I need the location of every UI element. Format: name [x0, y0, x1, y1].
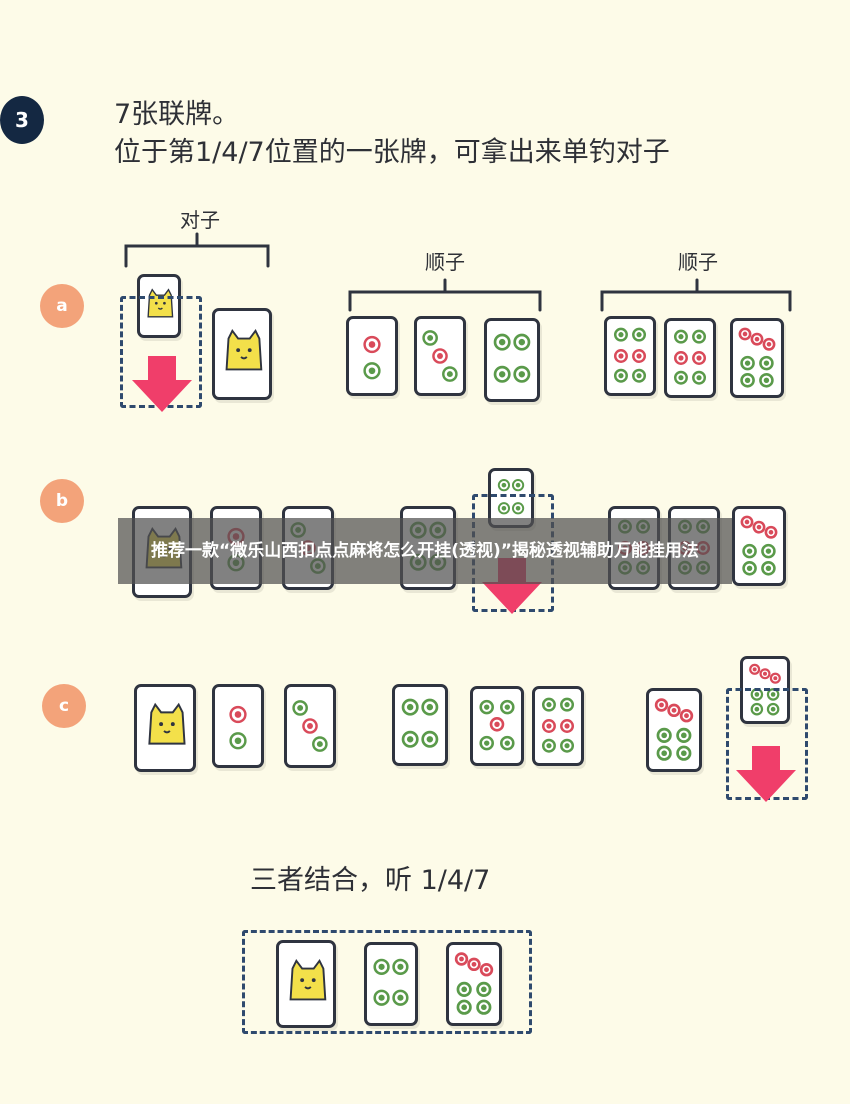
down-arrow-icon	[482, 558, 542, 614]
seven-circles-tile	[646, 688, 702, 772]
row-badge-b: b	[40, 479, 84, 523]
seven_dots-icon	[749, 663, 781, 716]
row-badge-c: c	[42, 684, 86, 728]
seven_dots-icon	[738, 327, 776, 388]
bracket-lines	[124, 232, 792, 312]
row-badge-a: a	[40, 284, 84, 328]
pair-label: 对子	[180, 208, 220, 232]
three_dots-icon	[292, 700, 328, 752]
four_dots-icon	[373, 958, 409, 1006]
seven-circles-tile	[446, 942, 502, 1026]
cat-icon	[225, 329, 263, 371]
down-arrow-icon	[132, 356, 192, 412]
cat-tile	[212, 308, 272, 400]
two_dots-icon	[229, 705, 247, 750]
five-circles-tile	[470, 686, 524, 766]
five_dots-icon	[479, 699, 515, 751]
three_dots-icon	[422, 330, 458, 382]
seven-circles-tile	[732, 506, 786, 586]
two-circles-tile	[346, 316, 398, 396]
four-circles-tile	[484, 318, 540, 402]
six_dots-icon	[673, 329, 707, 385]
down-arrow-icon	[736, 746, 796, 802]
promo-overlay-banner: 推荐一款“微乐山西扣点点麻将怎么开挂(透视)”揭秘透视辅助万能挂用法	[118, 518, 732, 584]
two_dots-icon	[363, 335, 381, 380]
six-circles-tile	[664, 318, 716, 398]
four-circles-tile	[364, 942, 418, 1026]
seven_dots-icon	[654, 698, 694, 761]
run-label-1: 顺子	[425, 250, 465, 274]
cat-icon	[289, 959, 327, 1001]
cat-tile	[134, 684, 196, 772]
cat-tile	[276, 940, 336, 1028]
cat-icon	[148, 702, 186, 745]
heading-line-1: 7张联牌。	[114, 99, 240, 130]
dashed-highlight-result	[242, 930, 532, 1034]
seven_dots-icon	[454, 952, 494, 1015]
step-badge: 3	[0, 96, 44, 144]
seven_dots-icon	[740, 515, 778, 576]
four_dots-icon	[497, 479, 525, 515]
run-label-2: 顺子	[678, 250, 718, 274]
three-circles-tile	[414, 316, 466, 396]
six-circles-tile	[532, 686, 584, 766]
heading-line-2: 位于第1/4/7位置的一张牌，可拿出来单钓对子	[114, 137, 670, 168]
four-circles-tile	[392, 684, 448, 766]
six_dots-icon	[613, 327, 647, 383]
six_dots-icon	[541, 697, 575, 753]
four_dots-icon	[493, 333, 531, 383]
conclusion-text: 三者结合，听 1/4/7	[250, 865, 491, 896]
seven-circles-tile	[730, 318, 784, 398]
two-circles-tile	[212, 684, 264, 768]
four_dots-icon	[401, 698, 439, 748]
three-circles-tile	[284, 684, 336, 768]
six-circles-tile	[604, 316, 656, 396]
